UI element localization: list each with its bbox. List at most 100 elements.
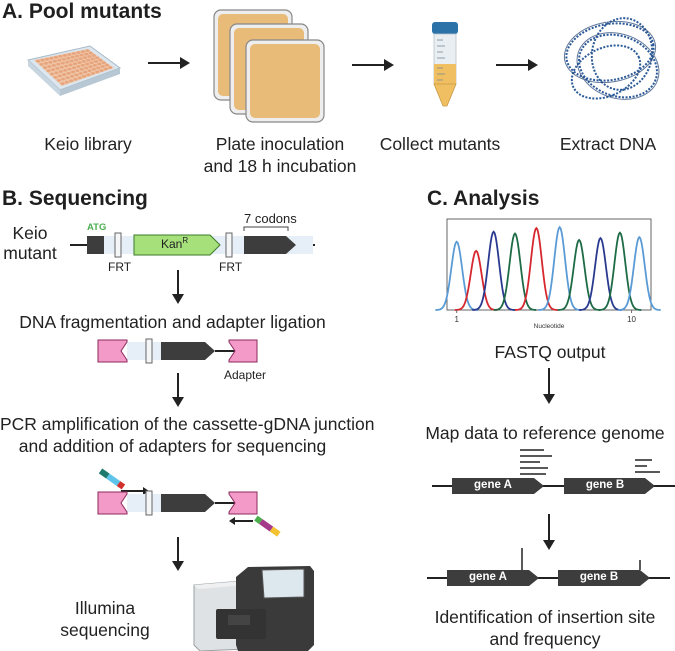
well xyxy=(58,70,63,73)
well xyxy=(97,62,102,66)
well-plate-icon xyxy=(26,45,122,96)
map-data-label: Map data to reference genome xyxy=(425,423,665,443)
well xyxy=(67,67,72,71)
well xyxy=(54,71,59,75)
well xyxy=(35,59,41,63)
well xyxy=(91,67,96,71)
x-tick-label: 1 xyxy=(454,315,459,324)
result-line-1: Identification of insertion site xyxy=(434,607,656,627)
section-c-title: C. Analysis xyxy=(427,187,540,210)
keio-mutant-line-2: mutant xyxy=(3,243,57,263)
arrow-a3-head xyxy=(528,59,538,71)
atg-gene-block xyxy=(87,236,104,254)
arrow-b3-head xyxy=(172,561,184,571)
read-mapping-diagram xyxy=(432,449,675,494)
well xyxy=(63,68,68,72)
forward-primer xyxy=(98,468,126,490)
well xyxy=(72,62,78,66)
well xyxy=(59,65,64,69)
arrow-b1 xyxy=(177,270,179,296)
well xyxy=(66,56,71,60)
arrow-b2 xyxy=(177,373,179,399)
well xyxy=(75,69,80,73)
arrow-a2-head xyxy=(384,59,394,71)
well xyxy=(84,52,89,56)
arrow-a1 xyxy=(148,62,184,64)
well xyxy=(104,63,110,67)
well xyxy=(78,72,83,75)
fragment-with-adapters xyxy=(97,338,258,364)
well xyxy=(71,52,77,55)
result-label: Identification of insertion site and fre… xyxy=(420,606,670,650)
well xyxy=(89,61,94,65)
well xyxy=(80,63,85,67)
well xyxy=(61,77,66,81)
well xyxy=(86,73,91,77)
arrow-b1-head xyxy=(172,294,184,304)
well xyxy=(53,75,58,79)
well xyxy=(101,61,106,65)
sequencer-line-1: Illumina xyxy=(74,598,136,618)
chromatogram-peak-7 xyxy=(557,238,601,311)
well xyxy=(49,72,55,76)
well xyxy=(69,79,74,83)
gene-b-label-1: gene B xyxy=(585,479,625,491)
chromatogram-peak-4 xyxy=(493,232,537,311)
well xyxy=(74,58,79,62)
step-a4-line: Extract DNA xyxy=(559,134,657,154)
arrow-c1 xyxy=(548,368,550,396)
well xyxy=(69,74,75,78)
frt-label-1: FRT xyxy=(108,260,132,274)
chromatogram-peak-10 xyxy=(617,235,661,311)
step-b2-label: PCR amplification of the cassette-gDNA j… xyxy=(0,413,374,457)
step-b1-label: DNA fragmentation and adapter ligation xyxy=(19,312,326,332)
agar-plates-icon xyxy=(213,9,325,123)
atg-label: ATG xyxy=(87,222,107,233)
well xyxy=(92,63,98,67)
well xyxy=(64,64,69,68)
arrow-b3 xyxy=(177,537,179,563)
step-a3-label: Collect mutants xyxy=(370,133,510,155)
well xyxy=(50,68,55,72)
well xyxy=(77,61,82,64)
well xyxy=(69,59,74,63)
well xyxy=(51,63,56,67)
kanr-label: KanR xyxy=(161,236,188,251)
arrow-a3 xyxy=(496,64,532,66)
well xyxy=(95,56,100,60)
well xyxy=(86,58,91,62)
well xyxy=(56,62,61,66)
chromatogram-peak-2 xyxy=(454,249,498,311)
well xyxy=(96,66,101,70)
arrow-a2 xyxy=(352,64,388,66)
well xyxy=(49,56,54,60)
chromatogram-peak-1 xyxy=(435,240,479,311)
adapter-left xyxy=(97,339,128,363)
well xyxy=(57,74,62,78)
well xyxy=(39,62,44,66)
well xyxy=(48,60,53,64)
well xyxy=(85,62,90,66)
well xyxy=(93,60,99,63)
well xyxy=(77,76,82,80)
arrow-c1-head xyxy=(543,394,555,404)
well xyxy=(55,67,60,70)
well xyxy=(91,54,97,57)
x-tick-label: 10 xyxy=(627,315,636,324)
well xyxy=(78,57,83,61)
chromatogram-peak-6 xyxy=(538,225,582,311)
arrow-a1-head xyxy=(180,57,190,69)
well xyxy=(65,60,70,64)
well xyxy=(57,58,62,62)
frt-site-2 xyxy=(225,232,233,258)
sequencer-line-2: sequencing xyxy=(60,620,150,640)
chromatogram-peak-5 xyxy=(514,226,558,311)
well xyxy=(75,54,80,58)
well xyxy=(90,57,95,61)
section-b-title: B. Sequencing xyxy=(2,187,148,210)
insertion-site-diagram xyxy=(427,548,670,586)
well xyxy=(76,65,81,68)
well xyxy=(87,55,92,58)
well xyxy=(60,61,65,65)
well xyxy=(99,69,104,72)
